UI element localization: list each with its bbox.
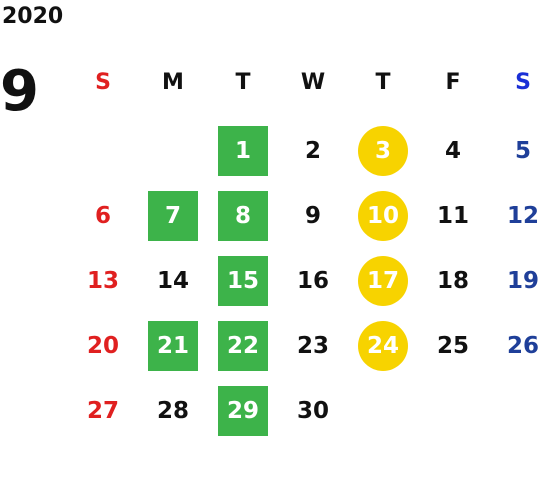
calendar-day-number: 19 xyxy=(506,267,539,294)
calendar-day-cell xyxy=(68,118,138,183)
green-day-highlight: 15 xyxy=(218,255,268,306)
calendar-day-cell[interactable]: 18 xyxy=(418,248,488,313)
calendar-day-cell xyxy=(418,378,488,443)
weekday-header-row: S M T W T F S xyxy=(68,62,548,102)
calendar-day-number: 5 xyxy=(514,137,531,164)
weekday-header-tuesday: T xyxy=(235,69,251,95)
green-day-highlight: 21 xyxy=(148,320,198,371)
calendar-day-cell[interactable]: 3 xyxy=(348,118,418,183)
calendar-day-number: 26 xyxy=(506,332,539,359)
calendar-day-cell[interactable]: 29 xyxy=(208,378,278,443)
calendar-day-number: 6 xyxy=(94,202,111,229)
calendar-day-number: 20 xyxy=(86,332,119,359)
calendar-day-cell[interactable]: 24 xyxy=(348,313,418,378)
calendar-day-cell[interactable]: 16 xyxy=(278,248,348,313)
calendar-day-cell[interactable]: 4 xyxy=(418,118,488,183)
calendar-day-number: 4 xyxy=(444,137,461,164)
calendar-day-number: 25 xyxy=(436,332,469,359)
weekday-header-thursday: T xyxy=(375,69,391,95)
yellow-day-highlight: 10 xyxy=(358,190,408,241)
calendar-day-cell[interactable]: 12 xyxy=(488,183,548,248)
calendar-day-cell[interactable]: 8 xyxy=(208,183,278,248)
green-day-highlight: 7 xyxy=(148,190,198,241)
calendar-day-cell[interactable]: 2 xyxy=(278,118,348,183)
calendar-day-number: 11 xyxy=(436,202,469,229)
green-day-highlight: 1 xyxy=(218,125,268,176)
calendar-day-cell[interactable]: 9 xyxy=(278,183,348,248)
weekday-header-friday: F xyxy=(445,69,461,95)
calendar-day-number: 23 xyxy=(296,332,329,359)
calendar-day-number: 28 xyxy=(156,397,189,424)
calendar-day-number: 16 xyxy=(296,267,329,294)
calendar-day-cell[interactable]: 23 xyxy=(278,313,348,378)
calendar-month: 9 xyxy=(0,59,39,124)
calendar-day-cell[interactable]: 19 xyxy=(488,248,548,313)
yellow-day-highlight: 17 xyxy=(358,255,408,306)
calendar-day-cell[interactable]: 6 xyxy=(68,183,138,248)
calendar-day-cell[interactable]: 13 xyxy=(68,248,138,313)
green-day-highlight: 22 xyxy=(218,320,268,371)
green-day-highlight: 8 xyxy=(218,190,268,241)
calendar-day-cell[interactable]: 27 xyxy=(68,378,138,443)
yellow-day-highlight: 3 xyxy=(358,125,408,176)
calendar-day-cell[interactable]: 15 xyxy=(208,248,278,313)
calendar-day-number: 14 xyxy=(156,267,189,294)
weekday-header-saturday: S xyxy=(515,69,531,95)
weekday-header-sunday: S xyxy=(95,69,111,95)
calendar-day-cell[interactable]: 11 xyxy=(418,183,488,248)
calendar-day-cell xyxy=(138,118,208,183)
green-day-highlight: 29 xyxy=(218,385,268,436)
calendar-year: 2020 xyxy=(2,4,64,29)
calendar-day-cell[interactable]: 5 xyxy=(488,118,548,183)
weekday-header-monday: M xyxy=(162,69,184,95)
calendar-day-cell[interactable]: 22 xyxy=(208,313,278,378)
calendar-day-cell[interactable]: 21 xyxy=(138,313,208,378)
calendar-day-cell[interactable]: 14 xyxy=(138,248,208,313)
calendar-day-cell[interactable]: 10 xyxy=(348,183,418,248)
calendar-day-cell[interactable]: 25 xyxy=(418,313,488,378)
calendar-day-cell xyxy=(348,378,418,443)
calendar-day-cell[interactable]: 26 xyxy=(488,313,548,378)
calendar-day-number: 12 xyxy=(506,202,539,229)
calendar-day-cell[interactable]: 7 xyxy=(138,183,208,248)
calendar-day-number: 13 xyxy=(86,267,119,294)
yellow-day-highlight: 24 xyxy=(358,320,408,371)
calendar-day-number: 2 xyxy=(304,137,321,164)
calendar-day-cell xyxy=(488,378,548,443)
calendar-day-number: 9 xyxy=(304,202,321,229)
calendar-day-cell[interactable]: 20 xyxy=(68,313,138,378)
calendar-day-number: 18 xyxy=(436,267,469,294)
calendar-day-number: 30 xyxy=(296,397,329,424)
calendar-day-cell[interactable]: 30 xyxy=(278,378,348,443)
calendar-day-cell[interactable]: 28 xyxy=(138,378,208,443)
weekday-header-wednesday: W xyxy=(300,69,326,95)
calendar-day-cell[interactable]: 1 xyxy=(208,118,278,183)
calendar-day-cell[interactable]: 17 xyxy=(348,248,418,313)
calendar-day-number: 27 xyxy=(86,397,119,424)
